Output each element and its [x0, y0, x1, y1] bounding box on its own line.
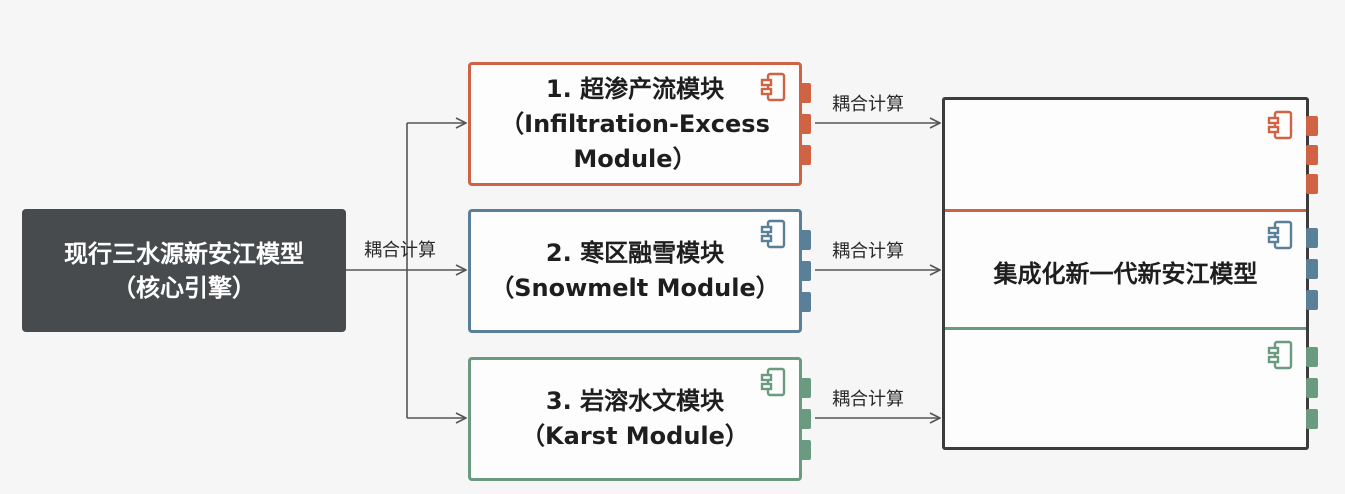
snowmelt-module-box: 2. 寒区融雪模块 （Snowmelt Module）	[468, 209, 802, 333]
core-title: 现行三水源新安江模型	[64, 239, 304, 268]
result-band-infiltration	[945, 100, 1306, 212]
integrated-model-title: 集成化新一代新安江模型	[993, 259, 1258, 288]
snowmelt-module-title: 2. 寒区融雪模块	[545, 239, 725, 267]
snowmelt-module-subtitle: （Snowmelt Module）	[490, 274, 780, 302]
infiltration-module-title: 1. 超渗产流模块	[545, 74, 725, 103]
karst-module-subtitle: （Karst Module）	[521, 422, 749, 450]
coupling-label-snowmelt: 耦合计算	[832, 241, 904, 262]
result-band-snowmelt	[945, 212, 1306, 330]
karst-module-title: 3. 岩溶水文模块	[545, 387, 725, 415]
infiltration-module-box: 1. 超渗产流模块 （Infiltration-Excess Module）	[468, 62, 802, 186]
core-engine-box: 现行三水源新安江模型 （核心引擎）	[22, 209, 346, 332]
result-band-karst	[945, 330, 1306, 447]
infiltration-module-subtitle: （Infiltration-Excess	[500, 109, 770, 138]
integrated-model-box: 集成化新一代新安江模型	[942, 97, 1309, 450]
coupling-label-core: 耦合计算	[364, 240, 436, 261]
coupling-label-infiltration: 耦合计算	[832, 94, 904, 115]
core-subtitle: （核心引擎）	[112, 273, 256, 302]
karst-module-box: 3. 岩溶水文模块 （Karst Module）	[468, 357, 802, 481]
infiltration-module-subtitle-2: Module）	[573, 144, 697, 173]
coupling-label-karst: 耦合计算	[832, 389, 904, 410]
